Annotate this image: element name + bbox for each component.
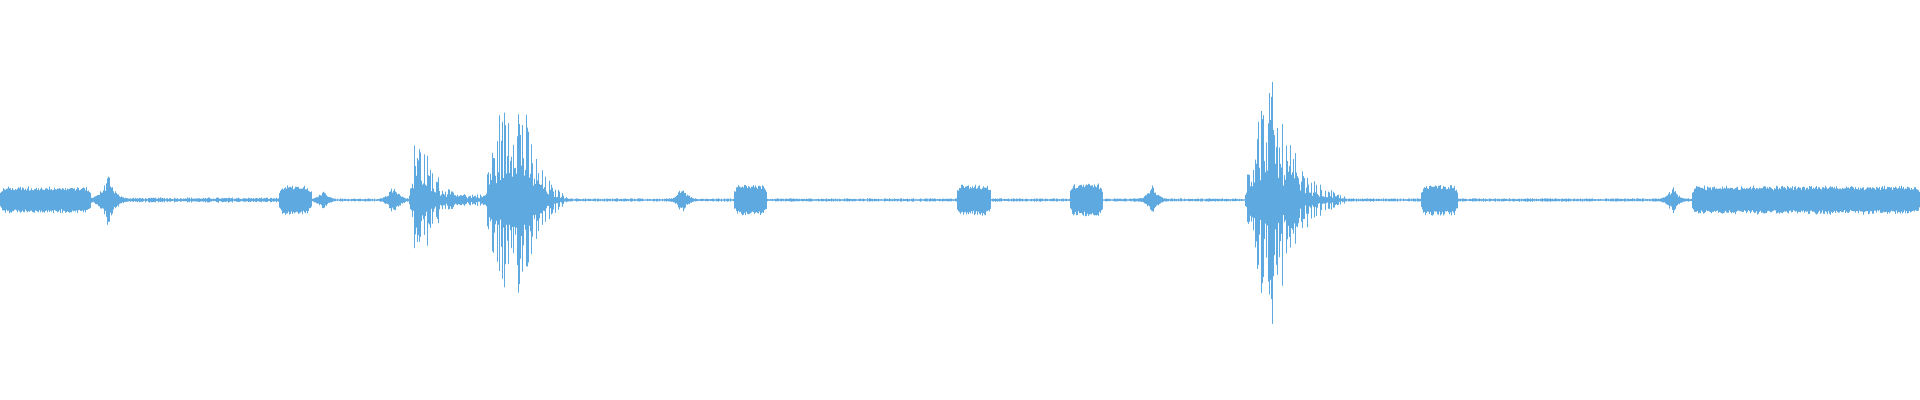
waveform-path xyxy=(0,81,1920,324)
waveform-bars xyxy=(0,81,1920,324)
